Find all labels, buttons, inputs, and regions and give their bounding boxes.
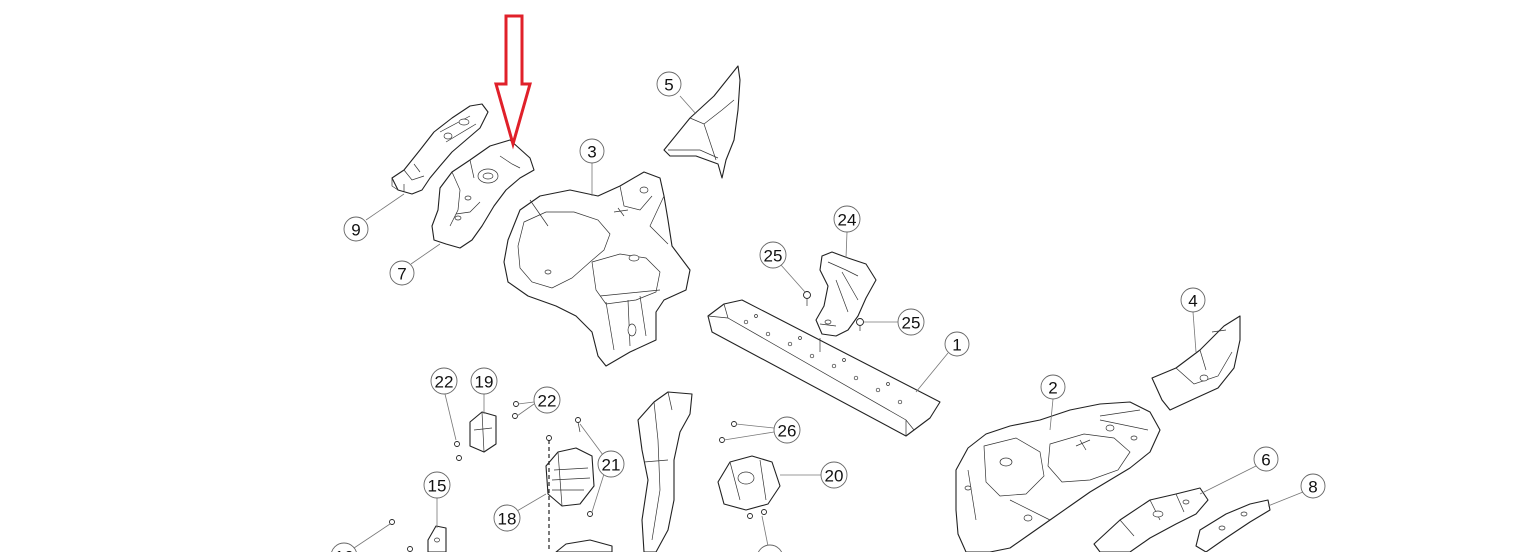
callout-label: 23 — [761, 550, 780, 552]
callout-label: 2 — [1048, 379, 1057, 398]
callout-label: 25 — [902, 314, 921, 333]
callout-20: 20 — [780, 461, 848, 489]
callout-4: 4 — [1180, 287, 1206, 353]
callout-label: 25 — [764, 247, 783, 266]
part-9-bracket — [391, 103, 489, 195]
part-7-panel — [431, 139, 535, 249]
part-19-bracket — [469, 411, 497, 453]
callout-21: 21 — [579, 423, 625, 513]
callout-label: 5 — [664, 76, 673, 95]
callout-label: 21 — [602, 456, 621, 475]
part-15-bracket — [427, 525, 447, 552]
callout-25-left: 25 — [759, 241, 806, 293]
bolts-21 — [575, 417, 593, 517]
callout-9: 9 — [343, 193, 405, 242]
callout-label: 1 — [952, 336, 961, 355]
bolts-23 — [747, 509, 767, 519]
callout-label: 16 — [335, 548, 354, 552]
part-1-cross-member — [707, 299, 941, 437]
callout-label: 26 — [778, 422, 797, 441]
part-vertical-bracket — [637, 391, 693, 552]
callout-2: 2 — [1040, 374, 1066, 431]
bolt-18-top — [546, 435, 552, 441]
callout-label: 24 — [838, 211, 857, 230]
callout-5: 5 — [656, 71, 697, 115]
part-6-rail — [1093, 487, 1209, 552]
part-4-gusset — [1151, 315, 1241, 411]
callout-label: 7 — [397, 265, 406, 284]
callout-6: 6 — [1199, 446, 1279, 495]
part-3-front-structure — [503, 171, 691, 367]
callout-label: 3 — [587, 143, 596, 162]
bolts-16 — [389, 519, 413, 552]
callout-16: 16 — [331, 523, 391, 552]
part-8-extension — [1195, 499, 1271, 552]
callout-22-left: 22 — [430, 367, 458, 441]
highlight-down-arrow-icon — [494, 14, 532, 150]
callout-8: 8 — [1267, 473, 1326, 507]
part-2-rail-assembly — [955, 401, 1161, 552]
bolt-25-right — [856, 318, 864, 331]
part-18-mount — [545, 447, 595, 507]
callout-label: 6 — [1261, 451, 1270, 470]
callout-label: 15 — [428, 477, 447, 496]
part-20-mount — [717, 455, 781, 511]
callout-label: 18 — [498, 510, 517, 529]
callout-label: 8 — [1308, 478, 1317, 497]
callout-18: 18 — [493, 493, 547, 532]
callout-label: 20 — [825, 467, 844, 486]
callout-1: 1 — [915, 331, 970, 393]
part-5-gusset — [663, 65, 741, 179]
callout-22-right: 22 — [516, 386, 561, 417]
beam-holes — [743, 314, 903, 405]
callout-label: 22 — [538, 392, 557, 411]
callout-label: 9 — [351, 221, 360, 240]
callout-3: 3 — [579, 138, 605, 196]
bolt-25-left — [803, 291, 811, 306]
callout-25-right: 25 — [864, 308, 925, 336]
callout-label: 4 — [1188, 292, 1197, 311]
callout-15: 15 — [423, 471, 451, 528]
part-24-bracket — [815, 251, 877, 337]
callout-26: 26 — [723, 416, 801, 444]
callout-label: 22 — [435, 373, 454, 392]
callout-7: 7 — [389, 243, 441, 286]
callout-23: 23 — [757, 515, 783, 552]
callout-19: 19 — [470, 367, 498, 414]
callout-label: 19 — [475, 373, 494, 392]
part-23-lower-mount — [555, 539, 613, 552]
callout-24: 24 — [833, 205, 861, 259]
